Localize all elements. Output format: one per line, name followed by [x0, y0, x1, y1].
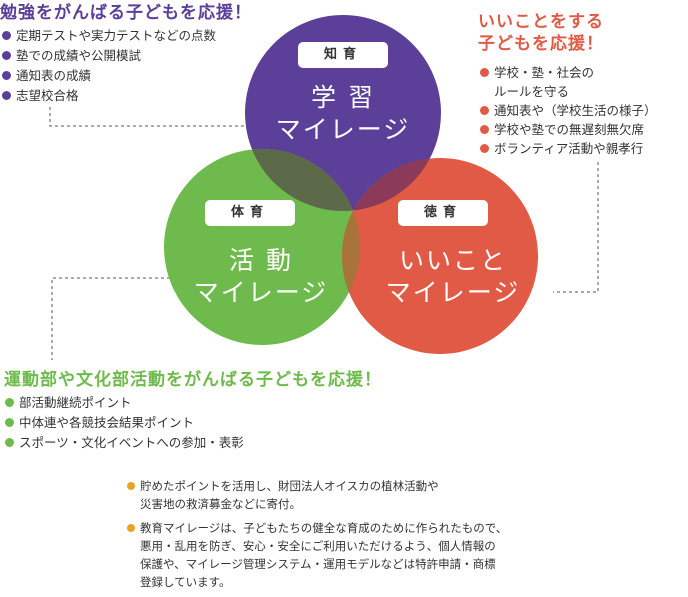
bullet-icon: [2, 51, 11, 60]
bullet-icon: [2, 91, 11, 100]
activity-list: 部活動継続ポイント 中体連や各競技会結果ポイント スポーツ・文化イベントへの参加…: [5, 393, 244, 453]
list-item: 学校や塾での無遅刻無欠席: [480, 120, 657, 139]
list-item: ボランティア活動や親孝行: [480, 139, 657, 158]
good-leader-line: [553, 162, 599, 293]
list-item: スポーツ・文化イベントへの参加・表彰: [5, 433, 244, 453]
notes: 貯めたポイントを活用し、財団法人オイスカの植林活動や 災害地の救済募金などに寄付…: [127, 477, 507, 597]
bullet-icon: [480, 144, 489, 153]
bullet-icon: [5, 418, 14, 427]
bullet-icon: [2, 71, 11, 80]
bullet-icon: [5, 398, 14, 407]
list-item: 中体連や各競技会結果ポイント: [5, 413, 244, 433]
good-subtitle: マイレージ: [385, 278, 521, 307]
good-circle: [342, 158, 538, 354]
bullet-icon: [127, 524, 135, 532]
note-item: 貯めたポイントを活用し、財団法人オイスカの植林活動や 災害地の救済募金などに寄付…: [127, 477, 507, 513]
list-item: 定期テストや実力テストなどの点数: [2, 26, 216, 46]
study-leader-line: [49, 107, 275, 127]
list-item: 志望校合格: [2, 86, 216, 106]
bullet-icon: [2, 31, 11, 40]
good-heading-line2: 子どもを応援！: [478, 34, 604, 54]
study-subtitle: マイレージ: [275, 115, 411, 144]
note-item: 教育マイレージは、子どもたちの健全な育成のために作られたもので、 悪用・乱用を防…: [127, 519, 507, 591]
bullet-icon: [480, 125, 489, 134]
list-item: 塾での成績や公開模試: [2, 46, 216, 66]
bullet-icon: [480, 106, 489, 115]
bullet-icon: [127, 482, 135, 490]
good-list: 学校・塾・社会の ルールを守る 通知表や（学校生活の様子） 学校や塾での無遅刻無…: [480, 63, 657, 158]
list-item: 学校・塾・社会の ルールを守る: [480, 63, 657, 101]
bullet-icon: [480, 68, 489, 77]
venn-diagram: [49, 15, 599, 360]
activity-subtitle: マイレージ: [193, 278, 329, 307]
study-list: 定期テストや実力テストなどの点数 塾での成績や公開模試 通知表の成績 志望校合格: [2, 26, 216, 106]
bullet-icon: [5, 438, 14, 447]
good-tag: 徳育: [398, 200, 488, 226]
activity-tag: 体育: [205, 200, 295, 226]
good-title: いいこと: [398, 246, 507, 275]
activity-leader-line: [51, 277, 170, 360]
activity-heading: 運動部や文化部活動をがんばる子どもを応援！: [4, 370, 382, 390]
list-item: 部活動継続ポイント: [5, 393, 244, 413]
list-item: 通知表や（学校生活の様子）: [480, 101, 657, 120]
study-tag: 知育: [298, 42, 388, 68]
study-activity-overlap: [245, 149, 360, 211]
study-heading: 勉強をがんばる子どもを応援！: [0, 3, 252, 23]
list-item: 通知表の成績: [2, 66, 216, 86]
good-heading-line1: いいことをする: [478, 12, 604, 32]
activity-title: 活 動: [229, 246, 293, 275]
study-title: 学 習: [311, 83, 375, 112]
